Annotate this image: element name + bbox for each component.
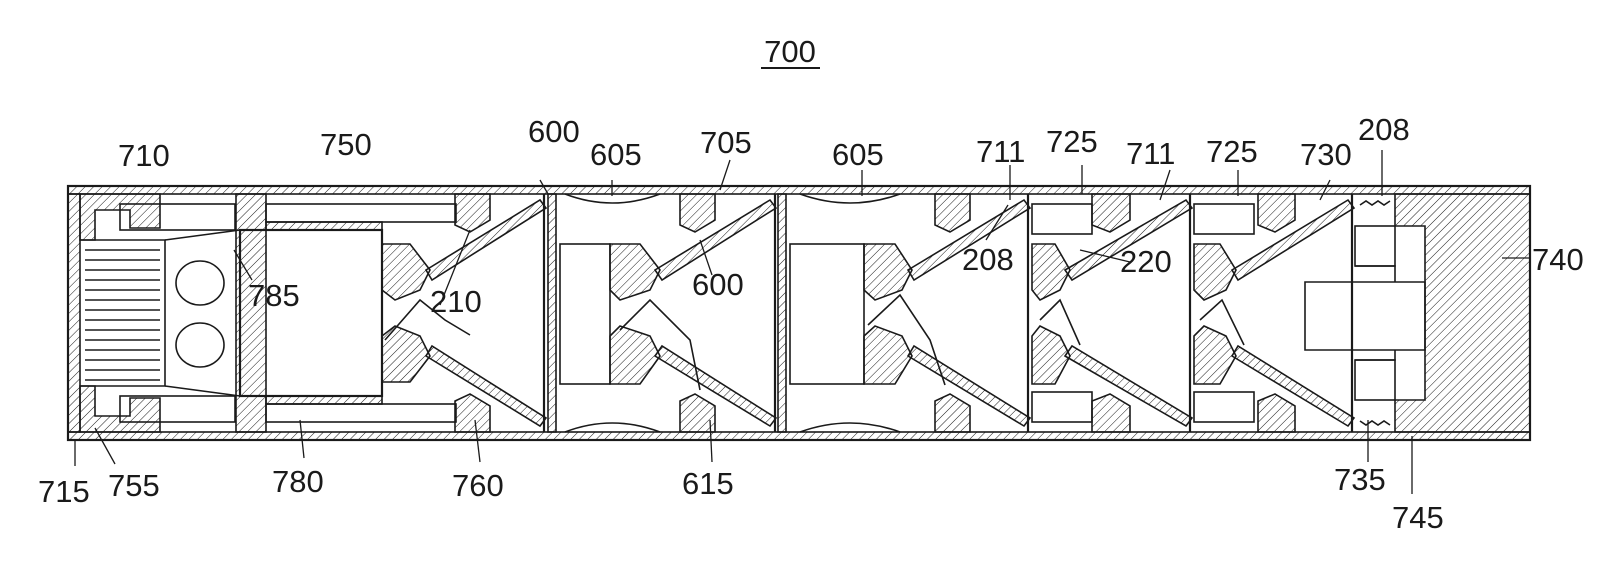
- label-208-mid: 208: [962, 242, 1014, 277]
- booster-housing-780: [235, 193, 457, 433]
- label-730: 730: [1300, 137, 1352, 172]
- label-725-left: 725: [1046, 124, 1098, 159]
- label-705: 705: [700, 125, 752, 160]
- thread-lines: [80, 239, 166, 387]
- figure-number: 700: [761, 34, 820, 69]
- label-605-left: 605: [590, 137, 642, 172]
- label-711-right: 711: [1126, 136, 1175, 171]
- label-760: 760: [452, 468, 504, 503]
- end-cap-740: [1304, 193, 1531, 433]
- label-735: 735: [1334, 462, 1386, 497]
- baffle-600-a: [547, 193, 778, 433]
- label-725-right: 725: [1206, 134, 1258, 169]
- label-615: 615: [682, 466, 734, 501]
- label-605-right: 605: [832, 137, 884, 172]
- label-715: 715: [38, 474, 90, 509]
- baffle-760: [381, 193, 548, 433]
- reference-labels: 710 750 600 605 705 605 711 725 711 725 …: [38, 112, 1584, 535]
- label-220: 220: [1120, 244, 1172, 279]
- baffle-711-b: [1193, 193, 1356, 433]
- label-785: 785: [248, 278, 300, 313]
- ball-section: [119, 203, 241, 423]
- label-710: 710: [118, 138, 170, 173]
- label-600-mid: 600: [692, 267, 744, 302]
- label-780: 780: [272, 464, 324, 499]
- label-755: 755: [108, 468, 160, 503]
- label-600-top: 600: [528, 114, 580, 149]
- label-210: 210: [430, 284, 482, 319]
- label-745: 745: [1392, 500, 1444, 535]
- label-711-left: 711: [976, 134, 1025, 169]
- label-750: 750: [320, 127, 372, 162]
- svg-text:700: 700: [764, 34, 816, 69]
- label-740: 740: [1532, 242, 1584, 277]
- leader-lines: [74, 150, 1530, 494]
- baffle-600-b: [777, 193, 1032, 433]
- threaded-mount-715: [67, 193, 166, 433]
- label-208-top: 208: [1358, 112, 1410, 147]
- baffle-711-a: [1031, 193, 1194, 433]
